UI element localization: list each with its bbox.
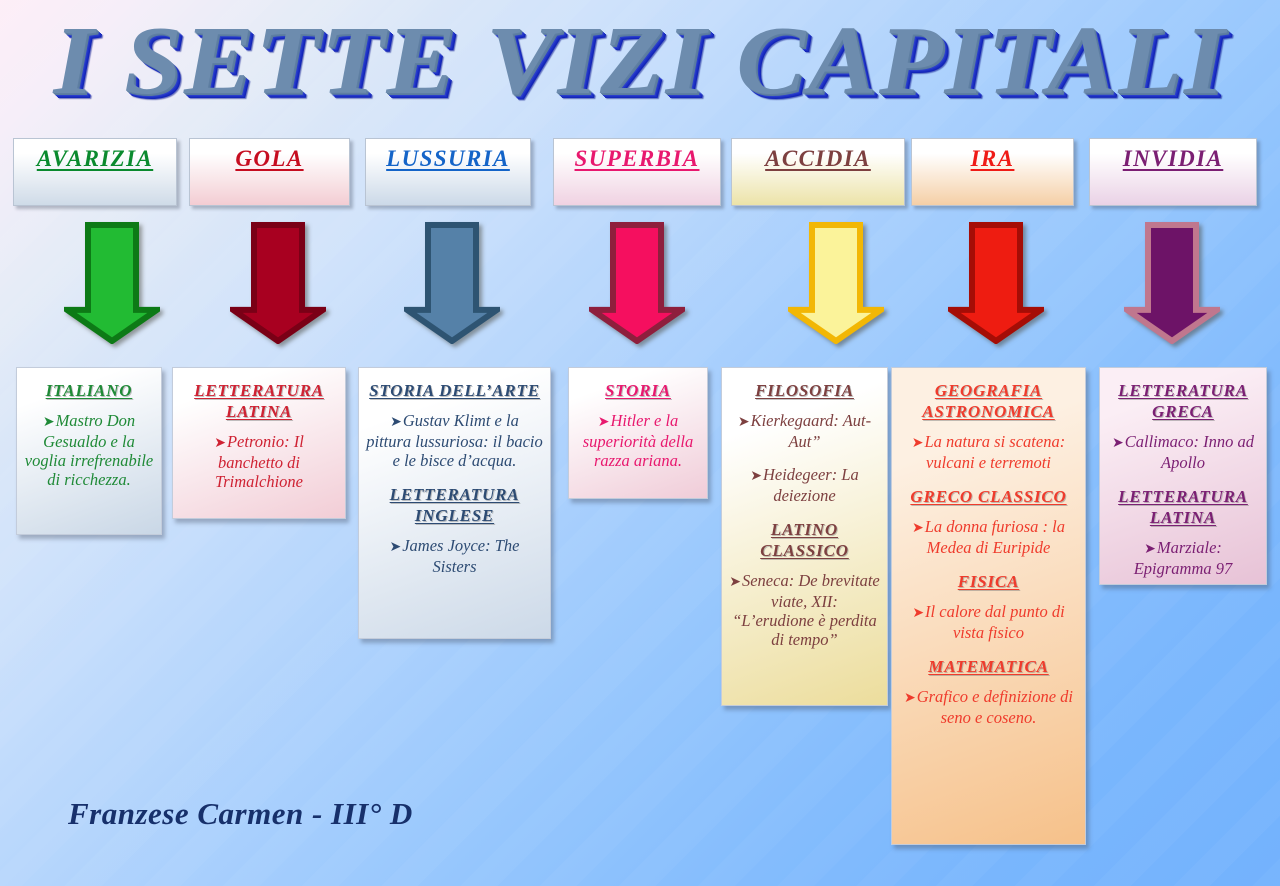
author-signature: Franzese Carmen - III° D (68, 796, 413, 831)
vice-header-lussuria[interactable]: LUSSURIA (365, 138, 531, 206)
down-arrow-icon-invidia (1124, 222, 1220, 344)
vice-header-label-invidia: INVIDIA (1122, 146, 1224, 171)
subject-bullet-text: Mastro Don Gesualdo e la voglia irrefren… (24, 411, 154, 489)
chevron-right-bullet-icon: ➤ (389, 540, 402, 555)
down-arrow-icon-ira (948, 222, 1044, 344)
subject-heading: ITALIANO (45, 381, 133, 400)
subject-bullet-text: Callimaco: Inno ad Apollo (1124, 432, 1254, 472)
subject-bullet-text: Seneca: De brevitate viate, XII: “L’erud… (732, 571, 880, 649)
subject-heading: FISICA (957, 572, 1020, 591)
chevron-right-bullet-icon: ➤ (737, 415, 750, 430)
vice-header-label-accidia: ACCIDIA (765, 146, 871, 171)
subject-card-avarizia[interactable]: ITALIANO ➤Mastro Don Gesualdo e la voglia… (16, 367, 162, 535)
subject-heading: LETTERATURA LATINA (194, 381, 324, 421)
subject-bullet-text: Kierkegaard: Aut-Aut” (750, 411, 872, 451)
chevron-right-bullet-icon: ➤ (214, 436, 226, 451)
subject-bullet-item: ➤James Joyce: The Sisters (366, 536, 543, 576)
chevron-right-bullet-icon: ➤ (911, 521, 924, 536)
subject-bullet-text: Hitler e la superiorità della razza aria… (582, 411, 694, 470)
subject-heading: GRECO CLASSICO (910, 487, 1067, 506)
subject-heading: STORIA (605, 381, 671, 400)
subject-bullet-text: Heidegeer: La deiezione (762, 465, 859, 505)
down-arrow-icon-superbia (589, 222, 685, 344)
vice-header-avarizia[interactable]: AVARIZIA (13, 138, 177, 206)
chevron-right-bullet-icon: ➤ (903, 691, 916, 706)
chevron-right-bullet-icon: ➤ (390, 415, 402, 430)
subject-card-invidia[interactable]: LETTERATURA GRECA➤Callimaco: Inno ad Apo… (1099, 367, 1267, 585)
subject-bullet-item: ➤La donna furiosa : la Medea di Euripide (899, 517, 1078, 557)
page-title: I SETTE VIZI CAPITALI (53, 7, 1227, 115)
subject-heading: LETTERATURA INGLESE (389, 485, 520, 525)
subject-bullet-item: ➤Seneca: De brevitate viate, XII: “L’eru… (729, 571, 880, 649)
vice-header-invidia[interactable]: INVIDIA (1089, 138, 1257, 206)
subject-bullet-text: La donna furiosa : la Medea di Euripide (924, 517, 1065, 557)
vice-header-label-ira: IRA (970, 146, 1015, 171)
subject-card-ira[interactable]: GEOGRAFIA ASTRONOMICA➤La natura si scate… (891, 367, 1086, 845)
subject-bullet-item: ➤La natura si scatena: vulcani e terremo… (899, 432, 1078, 472)
subject-heading: LATINO CLASSICO (760, 520, 849, 560)
subject-bullet-item: ➤Hitler e la superiorità della razza ari… (576, 411, 700, 470)
subject-bullet-item: ➤Kierkegaard: Aut-Aut” (729, 411, 880, 451)
vice-header-accidia[interactable]: ACCIDIA (731, 138, 905, 206)
chevron-right-bullet-icon: ➤ (1144, 542, 1156, 557)
subject-bullet-text: James Joyce: The Sisters (402, 536, 520, 576)
subject-bullet-item: ➤Mastro Don Gesualdo e la voglia irrefre… (24, 411, 154, 489)
chevron-right-bullet-icon: ➤ (912, 606, 925, 621)
vice-header-label-superbia: SUPERBIA (574, 146, 700, 171)
subject-bullet-item: ➤Heidegeer: La deiezione (729, 465, 880, 505)
chevron-right-bullet-icon: ➤ (750, 469, 762, 484)
vice-header-gola[interactable]: GOLA (189, 138, 350, 206)
chevron-right-bullet-icon: ➤ (597, 415, 610, 430)
chevron-right-bullet-icon: ➤ (42, 415, 55, 430)
subject-heading: STORIA DELL’ARTE (369, 381, 540, 400)
subject-bullet-item: ➤Grafico e definizione di seno e coseno. (899, 687, 1078, 727)
subject-card-accidia[interactable]: FILOSOFIA➤Kierkegaard: Aut-Aut”➤Heidegee… (721, 367, 888, 706)
subject-card-superbia[interactable]: STORIA ➤Hitler e la superiorità della raz… (568, 367, 708, 499)
subject-heading: FILOSOFIA (755, 381, 854, 400)
vice-header-label-lussuria: LUSSURIA (386, 146, 510, 171)
vice-header-ira[interactable]: IRA (911, 138, 1074, 206)
down-arrow-icon-gola (230, 222, 326, 344)
subject-card-gola[interactable]: LETTERATURA LATINA ➤Petronio: Il banchett… (172, 367, 346, 519)
subject-bullet-text: Grafico e definizione di seno e coseno. (916, 687, 1073, 727)
subject-bullet-text: La natura si scatena: vulcani e terremot… (924, 432, 1066, 472)
subject-bullet-text: Gustav Klimt e la pittura lussuriosa: il… (366, 411, 543, 470)
down-arrow-icon-avarizia (64, 222, 160, 344)
subject-bullet-item: ➤Il calore dal punto di vista fisico (899, 602, 1078, 642)
subject-bullet-item: ➤Callimaco: Inno ad Apollo (1107, 432, 1259, 472)
vice-header-superbia[interactable]: SUPERBIA (553, 138, 721, 206)
subject-bullet-item: ➤Gustav Klimt e la pittura lussuriosa: i… (366, 411, 543, 470)
subject-bullet-text: Petronio: Il banchetto di Trimalchione (214, 432, 304, 491)
subject-bullet-text: Marziale: Epigramma 97 (1133, 538, 1233, 578)
chevron-right-bullet-icon: ➤ (911, 436, 924, 451)
subject-heading: LETTERATURA GRECA (1118, 381, 1248, 421)
subject-heading: LETTERATURA LATINA (1118, 487, 1248, 527)
chevron-right-bullet-icon: ➤ (729, 575, 741, 590)
chevron-right-bullet-icon: ➤ (1112, 436, 1124, 451)
down-arrow-icon-accidia (788, 222, 884, 344)
down-arrow-icon-lussuria (404, 222, 500, 344)
subject-heading: GEOGRAFIA ASTRONOMICA (922, 381, 1055, 421)
subject-bullet-item: ➤Petronio: Il banchetto di Trimalchione (180, 432, 338, 491)
subject-heading: MATEMATICA (928, 657, 1049, 676)
subject-bullet-text: Il calore dal punto di vista fisico (925, 602, 1065, 642)
vice-header-label-avarizia: AVARIZIA (36, 146, 154, 171)
vice-header-label-gola: GOLA (235, 146, 304, 171)
subject-bullet-item: ➤Marziale: Epigramma 97 (1107, 538, 1259, 578)
subject-card-lussuria[interactable]: STORIA DELL’ARTE➤Gustav Klimt e la pittu… (358, 367, 551, 639)
